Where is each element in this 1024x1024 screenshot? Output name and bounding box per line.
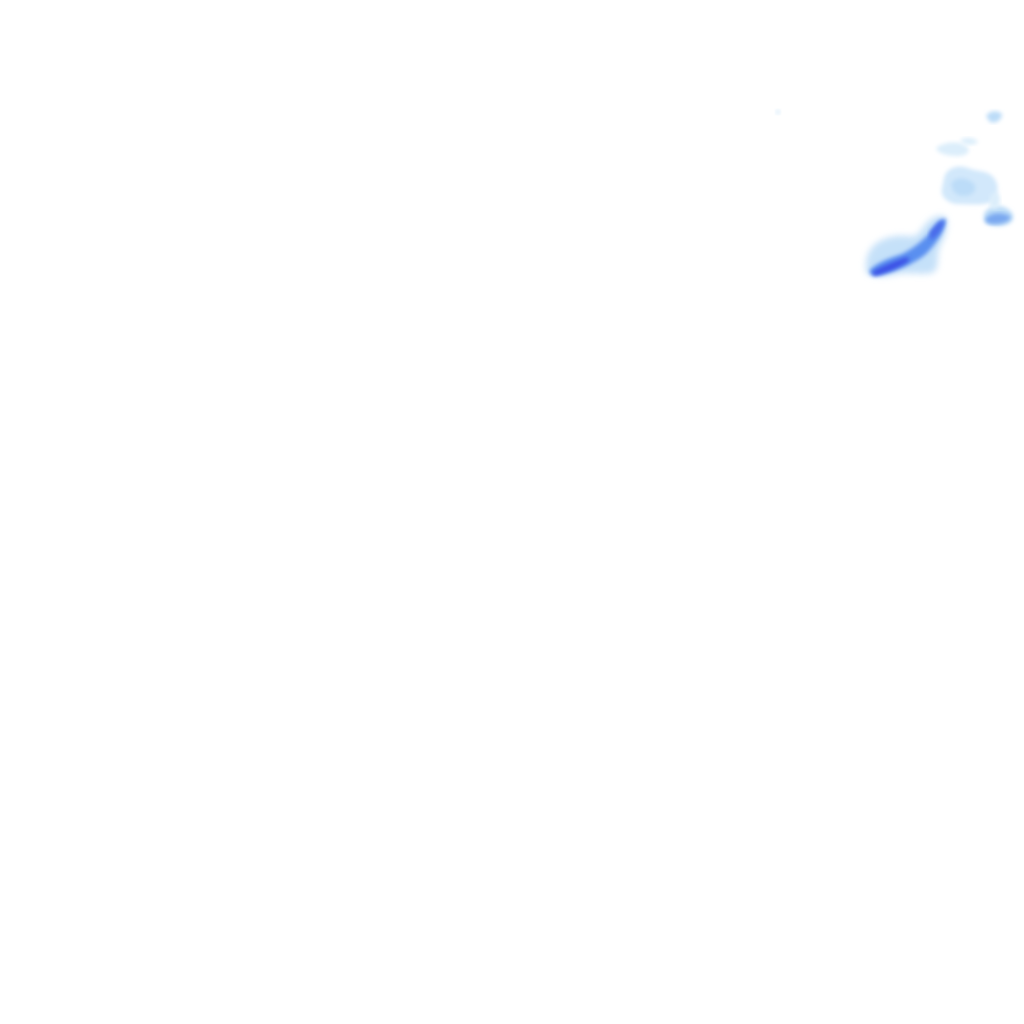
echo-east-cell-link	[990, 192, 1000, 209]
echo-main-band-core	[869, 218, 946, 276]
echo-central-cluster-inner	[951, 178, 976, 196]
echo-northeast-speck-shape	[986, 111, 1002, 123]
echo-main-band-peak	[872, 257, 910, 276]
echo-main-band	[866, 215, 947, 277]
echo-main-band-peak-2	[930, 220, 944, 240]
echo-isolated-speck-shape	[775, 109, 781, 115]
echo-north-streak-shape	[960, 137, 978, 145]
echo-isolated-speck	[775, 109, 781, 115]
echo-central-cluster-top	[936, 142, 969, 156]
echo-east-cell	[984, 192, 1014, 227]
echo-northeast-speck	[986, 111, 1002, 123]
echo-east-cell-core	[985, 213, 1011, 224]
echo-north-streak	[960, 137, 978, 145]
echo-central-cluster	[936, 142, 998, 205]
